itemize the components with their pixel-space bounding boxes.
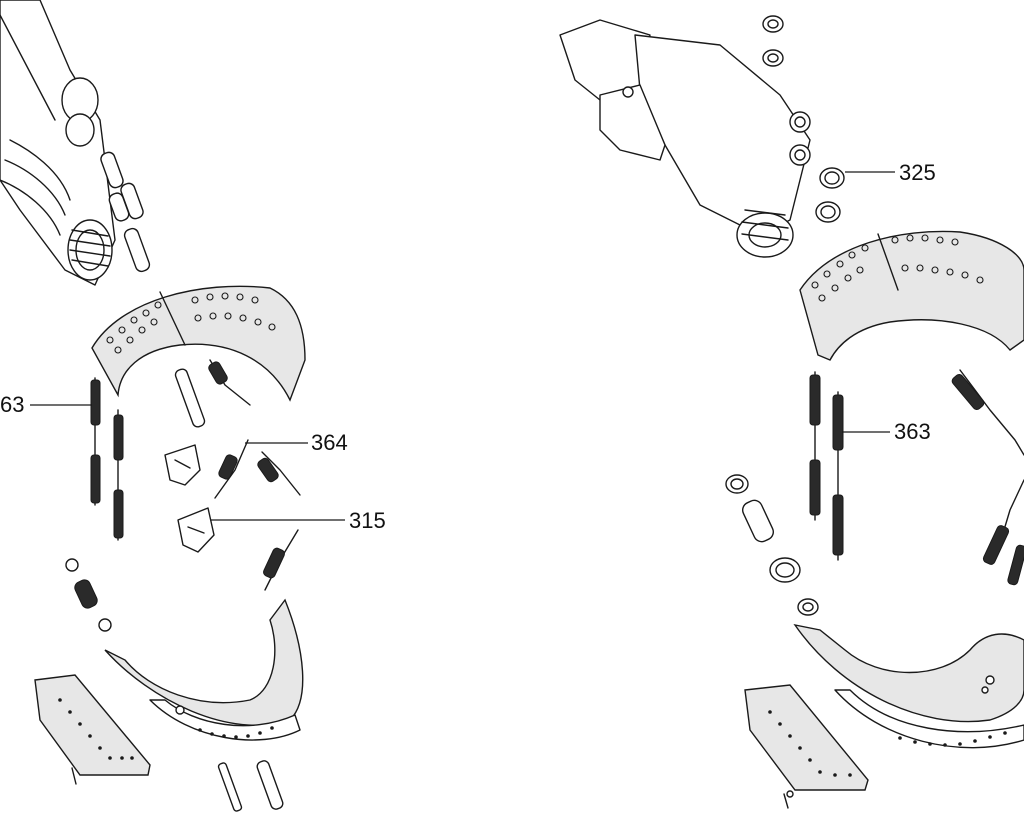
left-rollers [65, 558, 112, 632]
callout-left-363: 63 [0, 392, 25, 417]
left-return-springs-363 [90, 377, 124, 541]
left-lower-brake-shoe [104, 598, 304, 741]
left-lower-spring [263, 529, 299, 591]
right-axle-spindle [559, 19, 811, 258]
left-pins [100, 151, 151, 273]
left-springs-364 [214, 439, 301, 499]
right-lining-block [744, 684, 869, 791]
left-axle-spindle [0, 0, 116, 286]
left-clip-upper [164, 444, 201, 486]
left-clip-315 [177, 507, 215, 553]
left-upper-brake-shoe [91, 285, 306, 402]
right-rollers [725, 474, 819, 616]
callout-right-363: 363 [894, 419, 931, 444]
right-return-springs-363 [809, 371, 844, 561]
right-upper-brake-shoe [799, 230, 1024, 361]
left-bottom-pins [71, 760, 284, 812]
left-anchor-pin [174, 368, 206, 428]
callout-left-364: 364 [311, 430, 348, 455]
callout-right-325: 325 [899, 160, 936, 185]
right-rings-325 [815, 167, 845, 223]
callout-left-315: 315 [349, 508, 386, 533]
left-lining-block [34, 674, 151, 776]
right-top-rings [762, 15, 784, 67]
right-bottom-rivet [783, 790, 794, 809]
right-lower-brake-shoe [793, 623, 1024, 749]
left-brake-assembly [0, 0, 345, 812]
left-upper-spring [208, 359, 251, 406]
right-edge-springs [951, 369, 1024, 586]
right-brake-assembly [559, 15, 1024, 809]
